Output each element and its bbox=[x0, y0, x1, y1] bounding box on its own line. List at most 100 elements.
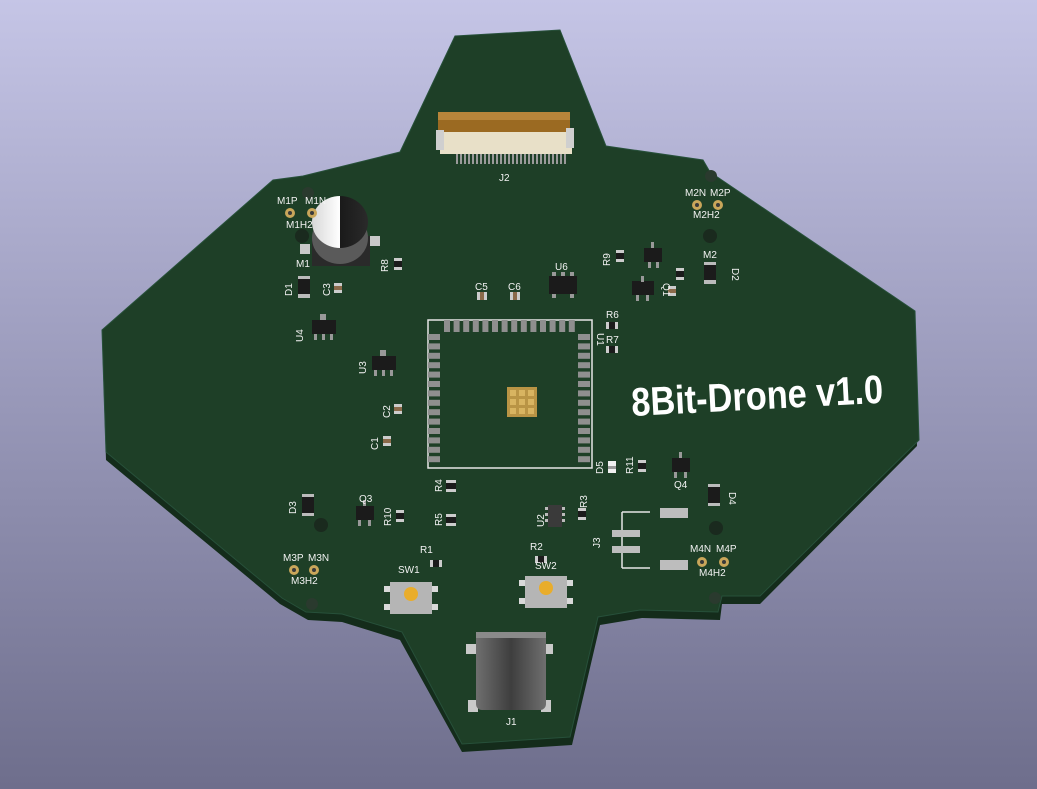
label-c3: C3 bbox=[322, 283, 333, 296]
label-m3n: M3N bbox=[308, 553, 329, 564]
label-r9: R9 bbox=[602, 253, 613, 266]
u1-epad-cell bbox=[519, 399, 525, 405]
j2-pin bbox=[516, 154, 518, 164]
u1-pad-top bbox=[444, 320, 450, 332]
j2-pin bbox=[512, 154, 514, 164]
label-c2: C2 bbox=[382, 405, 393, 418]
u1-pad-left bbox=[428, 428, 440, 434]
label-c6: C6 bbox=[508, 282, 521, 293]
label-c5: C5 bbox=[475, 282, 488, 293]
u1-pad-left bbox=[428, 446, 440, 453]
j2-pin bbox=[456, 154, 458, 164]
label-m2h2: M2H2 bbox=[693, 210, 720, 221]
label-r4: R4 bbox=[434, 479, 445, 492]
motor-pads-m2 bbox=[692, 200, 723, 210]
label-q1: Q1 bbox=[660, 283, 671, 297]
u1-epad-cell bbox=[528, 399, 534, 405]
u1-pad-right bbox=[578, 352, 590, 359]
u1-pad-top bbox=[463, 320, 470, 332]
label-m3p: M3P bbox=[283, 553, 304, 564]
u1-pad-top bbox=[568, 320, 575, 332]
u1-pad-right bbox=[578, 399, 590, 406]
u1-epad-cell bbox=[519, 408, 525, 414]
u1-epad-cell bbox=[510, 399, 516, 405]
label-r5: R5 bbox=[434, 513, 445, 526]
label-j1: J1 bbox=[506, 717, 517, 728]
label-m4p: M4P bbox=[716, 544, 737, 555]
label-m1h2: M1H2 bbox=[286, 220, 313, 231]
u1-pad-right bbox=[578, 428, 590, 434]
diodes bbox=[298, 262, 720, 516]
j2-pin bbox=[536, 154, 538, 164]
u1-pad-left bbox=[428, 362, 440, 369]
u1-pad-right bbox=[578, 334, 590, 340]
label-m2: M2 bbox=[703, 250, 717, 261]
label-d3: D3 bbox=[288, 501, 299, 514]
connector-j2 bbox=[436, 112, 574, 164]
label-u6: U6 bbox=[555, 262, 568, 273]
label-r3: R3 bbox=[579, 495, 590, 508]
u1-epad-cell bbox=[528, 390, 534, 396]
u1-pad-top bbox=[511, 320, 518, 332]
connector-j1-usb-c bbox=[466, 632, 553, 712]
label-m1n: M1N bbox=[305, 196, 326, 207]
label-r2: R2 bbox=[530, 542, 543, 553]
j2-pin bbox=[508, 154, 510, 164]
label-m2n: M2N bbox=[685, 188, 706, 199]
button-sw2 bbox=[519, 576, 573, 608]
label-m1: M1 bbox=[296, 259, 310, 270]
j2-pin bbox=[520, 154, 522, 164]
u1-pad-right bbox=[578, 381, 590, 387]
j2-pin bbox=[556, 154, 558, 164]
j2-pin bbox=[532, 154, 534, 164]
electrolytic-capacitor bbox=[300, 196, 380, 266]
j2-pin bbox=[540, 154, 542, 164]
u1-pad-right bbox=[578, 437, 590, 444]
j2-pin bbox=[548, 154, 550, 164]
j2-pin bbox=[484, 154, 486, 164]
label-r1: R1 bbox=[420, 545, 433, 556]
label-q3: Q3 bbox=[359, 494, 373, 505]
j2-pin bbox=[464, 154, 466, 164]
j2-pin bbox=[476, 154, 478, 164]
j2-pin bbox=[480, 154, 482, 164]
connector-j3 bbox=[612, 508, 688, 570]
label-j3: J3 bbox=[592, 537, 603, 548]
u1-pad-left bbox=[428, 437, 440, 444]
label-m1p: M1P bbox=[277, 196, 298, 207]
button-sw1 bbox=[384, 582, 438, 614]
u1-pad-left bbox=[428, 399, 440, 406]
u1-epad-cell bbox=[510, 408, 516, 414]
u1-pad-right bbox=[578, 362, 590, 369]
u1-pad-top bbox=[501, 320, 508, 332]
label-r11: R11 bbox=[625, 456, 636, 474]
label-m4n: M4N bbox=[690, 544, 711, 555]
u1-pad-left bbox=[428, 456, 440, 463]
j2-pin bbox=[544, 154, 546, 164]
ic-u6 bbox=[549, 272, 577, 298]
u1-pad-left bbox=[428, 390, 440, 397]
u1-pad-left bbox=[428, 381, 440, 387]
label-r7: R7 bbox=[606, 335, 619, 346]
j2-pin bbox=[552, 154, 554, 164]
u1-epad-cell bbox=[519, 390, 525, 396]
motor-pads-m4 bbox=[697, 557, 729, 567]
u1-pad-right bbox=[578, 418, 590, 425]
u1-pad-right bbox=[578, 371, 590, 378]
u1-pad-top bbox=[530, 320, 537, 332]
mounting-holes bbox=[295, 170, 723, 610]
label-j2: J2 bbox=[499, 173, 510, 184]
label-r8: R8 bbox=[380, 259, 391, 272]
passive-components bbox=[334, 250, 684, 567]
u1-pad-left bbox=[428, 343, 440, 350]
label-d4: D4 bbox=[726, 492, 737, 505]
u1-pad-right bbox=[578, 456, 590, 463]
j2-pin bbox=[504, 154, 506, 164]
transistors bbox=[356, 242, 690, 526]
u1-pad-top bbox=[549, 320, 556, 332]
j2-pin bbox=[500, 154, 502, 164]
label-sw2: SW2 bbox=[535, 561, 557, 572]
j2-pin bbox=[560, 154, 562, 164]
j2-pin bbox=[492, 154, 494, 164]
u1-pad-left bbox=[428, 409, 440, 416]
